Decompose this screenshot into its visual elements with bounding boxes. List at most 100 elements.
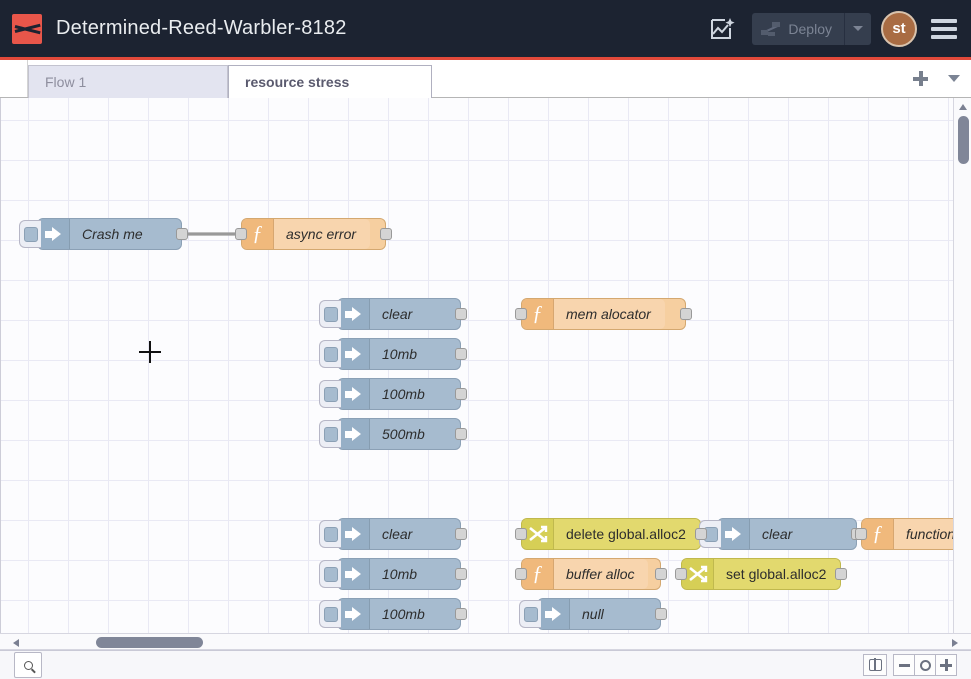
- input-port[interactable]: [675, 568, 687, 580]
- tab-label: Flow 1: [45, 74, 86, 90]
- inject-trigger-button[interactable]: [319, 420, 341, 448]
- inject-arrow-icon: [338, 379, 370, 409]
- horizontal-scrollbar[interactable]: [0, 633, 971, 650]
- node-inject-clear-2[interactable]: clear: [337, 518, 461, 550]
- fit-to-view-button[interactable]: [863, 654, 887, 676]
- output-port[interactable]: [455, 348, 467, 360]
- inject-trigger-button[interactable]: [19, 220, 41, 248]
- horizontal-scrollbar-thumb[interactable]: [96, 637, 203, 648]
- output-port[interactable]: [455, 388, 467, 400]
- node-label: 100mb: [370, 379, 439, 409]
- node-function-async-error[interactable]: ƒ async error: [241, 218, 386, 250]
- inject-trigger-button[interactable]: [319, 300, 341, 328]
- node-inject-10mb-1[interactable]: 10mb: [337, 338, 461, 370]
- output-port[interactable]: [455, 528, 467, 540]
- app-header: Determined-Reed-Warbler-8182 Deploy st: [0, 0, 971, 60]
- input-port[interactable]: [515, 568, 527, 580]
- plus-icon: [913, 71, 928, 86]
- inject-arrow-icon: [338, 599, 370, 629]
- node-label: 10mb: [370, 559, 431, 589]
- header-actions: Deploy st: [702, 0, 971, 57]
- zoom-out-button[interactable]: [893, 654, 915, 676]
- zoom-controls: [863, 654, 957, 676]
- node-red-logo: [12, 14, 42, 44]
- output-port[interactable]: [176, 228, 188, 240]
- node-inject-100mb-1[interactable]: 100mb: [337, 378, 461, 410]
- chevron-down-icon[interactable]: [845, 13, 871, 45]
- inject-trigger-button[interactable]: [319, 340, 341, 368]
- status-bar: [0, 650, 971, 679]
- inject-trigger-button[interactable]: [319, 560, 341, 588]
- output-port[interactable]: [655, 568, 667, 580]
- node-label: clear: [370, 299, 426, 329]
- output-port[interactable]: [695, 528, 707, 540]
- tab-list-menu-button[interactable]: [937, 60, 971, 97]
- vertical-scrollbar[interactable]: [953, 98, 971, 633]
- node-inject-clear-3[interactable]: clear: [717, 518, 857, 550]
- node-inject-crash-me[interactable]: Crash me: [37, 218, 182, 250]
- inject-arrow-icon: [538, 599, 570, 629]
- inject-arrow-icon: [38, 219, 70, 249]
- inject-trigger-button[interactable]: [319, 600, 341, 628]
- output-port[interactable]: [680, 308, 692, 320]
- output-port[interactable]: [455, 308, 467, 320]
- inject-arrow-icon: [718, 519, 750, 549]
- flow-tab-bar: Flow 1 resource stress: [0, 60, 971, 98]
- deploy-button-main[interactable]: Deploy: [752, 13, 845, 45]
- node-label: 10mb: [370, 339, 431, 369]
- tab-flow-1[interactable]: Flow 1: [28, 65, 228, 98]
- tab-label: resource stress: [245, 74, 349, 90]
- deploy-icon: [761, 21, 781, 37]
- node-label: mem alocator: [554, 299, 665, 329]
- inject-trigger-button[interactable]: [519, 600, 541, 628]
- node-inject-null[interactable]: null: [537, 598, 661, 630]
- node-inject-10mb-2[interactable]: 10mb: [337, 558, 461, 590]
- inject-trigger-button[interactable]: [319, 380, 341, 408]
- flow-canvas[interactable]: Crash me ƒ async error clear 10mb 100mb …: [0, 98, 971, 633]
- image-sparkle-icon[interactable]: [702, 9, 742, 49]
- node-function-mem-alocator[interactable]: ƒ mem alocator: [521, 298, 686, 330]
- output-port[interactable]: [835, 568, 847, 580]
- inject-trigger-button[interactable]: [319, 520, 341, 548]
- node-inject-clear-1[interactable]: clear: [337, 298, 461, 330]
- page-title: Determined-Reed-Warbler-8182: [56, 17, 347, 40]
- node-inject-100mb-2[interactable]: 100mb: [337, 598, 461, 630]
- circle-icon: [920, 660, 931, 671]
- tab-bar-left-edge: [0, 60, 28, 97]
- chevron-down-icon: [948, 75, 960, 82]
- zoom-reset-button[interactable]: [914, 654, 936, 676]
- tab-resource-stress[interactable]: resource stress: [228, 65, 432, 98]
- fit-to-view-icon: [869, 659, 882, 671]
- zoom-in-button[interactable]: [935, 654, 957, 676]
- node-label: clear: [370, 519, 426, 549]
- tab-bar-filler: [432, 60, 903, 97]
- input-port[interactable]: [235, 228, 247, 240]
- input-port[interactable]: [515, 528, 527, 540]
- avatar[interactable]: st: [881, 11, 917, 47]
- output-port[interactable]: [455, 608, 467, 620]
- node-change-set-global-alloc2[interactable]: set global.alloc2: [681, 558, 841, 590]
- deploy-button[interactable]: Deploy: [752, 13, 871, 45]
- node-label: delete global.alloc2: [554, 519, 700, 549]
- input-port[interactable]: [855, 528, 867, 540]
- node-function-buffer-alloc[interactable]: ƒ buffer alloc: [521, 558, 661, 590]
- deploy-label: Deploy: [788, 21, 832, 37]
- node-label: buffer alloc: [554, 559, 648, 589]
- output-port[interactable]: [655, 608, 667, 620]
- node-label: clear: [750, 519, 806, 549]
- vertical-scrollbar-thumb[interactable]: [958, 116, 969, 164]
- output-port[interactable]: [455, 568, 467, 580]
- node-change-delete-global-alloc2[interactable]: delete global.alloc2: [521, 518, 701, 550]
- output-port[interactable]: [380, 228, 392, 240]
- search-button[interactable]: [14, 652, 42, 678]
- node-label: 100mb: [370, 599, 439, 629]
- hamburger-menu-icon[interactable]: [931, 15, 957, 43]
- node-inject-500mb-1[interactable]: 500mb: [337, 418, 461, 450]
- scroll-right-icon[interactable]: [952, 639, 958, 647]
- search-icon: [24, 661, 33, 670]
- scroll-up-icon[interactable]: [959, 104, 967, 110]
- scroll-left-icon[interactable]: [13, 639, 19, 647]
- input-port[interactable]: [515, 308, 527, 320]
- add-flow-button[interactable]: [903, 60, 937, 97]
- output-port[interactable]: [455, 428, 467, 440]
